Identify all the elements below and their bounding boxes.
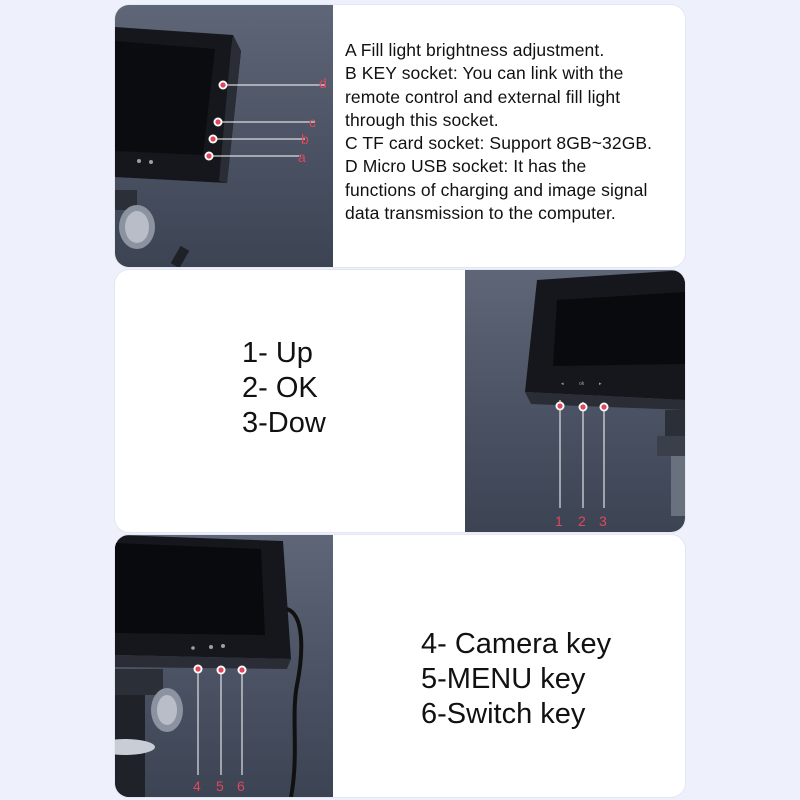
device-side-photo: d c b a — [115, 5, 333, 267]
ports-line: through this socket. — [345, 109, 499, 130]
panel-ports: d c b a A Fill light brightness adjustme… — [115, 5, 685, 267]
nav-keys-description: 1- Up 2- OK 3-Dow — [242, 336, 326, 441]
marker-dot-5 — [216, 665, 226, 675]
marker-label-c: c — [309, 114, 316, 130]
marker-label-6: 6 — [237, 778, 245, 794]
marker-dot-a — [204, 151, 214, 161]
function-key-line: 6-Switch key — [421, 698, 586, 730]
marker-dot-3 — [599, 402, 609, 412]
marker-dot-b — [208, 134, 218, 144]
ports-description: A Fill light brightness adjustment. B KE… — [345, 39, 685, 225]
function-key-line: 5-MENU key — [421, 663, 586, 695]
panel-function-keys: 4 5 6 4- Camera key 5-MENU key 6-Switch … — [115, 535, 685, 797]
device-bottom-illustration: 4 5 6 — [115, 535, 304, 797]
function-key-line: 4- Camera key — [421, 628, 612, 660]
marker-label-4: 4 — [193, 778, 201, 794]
marker-dot-c — [213, 117, 223, 127]
nav-key-line: 3-Dow — [242, 407, 326, 439]
marker-label-d: d — [319, 75, 327, 91]
ports-line: C TF card socket: Support 8GB~32GB. — [345, 133, 653, 154]
device-side-illustration: d c b a — [115, 27, 327, 267]
marker-label-b: b — [301, 131, 309, 147]
ports-line: remote control and external fill light — [345, 86, 621, 107]
button-glyph-ok: ok — [579, 381, 585, 387]
marker-dot-1 — [555, 401, 565, 411]
marker-label-1: 1 — [555, 513, 563, 529]
nav-key-line: 2- OK — [242, 372, 318, 404]
device-front-illustration: ◂ ok ▸ 1 2 3 — [525, 270, 685, 529]
ports-line: D Micro USB socket: It has the — [345, 156, 587, 177]
ports-line: B KEY socket: You can link with the — [345, 63, 624, 84]
marker-label-2: 2 — [578, 513, 586, 529]
function-keys-description: 4- Camera key 5-MENU key 6-Switch key — [421, 627, 611, 732]
marker-dot-d — [218, 80, 228, 90]
nav-key-line: 1- Up — [242, 337, 313, 369]
marker-dot-4 — [193, 664, 203, 674]
marker-label-a: a — [298, 149, 306, 165]
ports-line: functions of charging and image signal — [345, 179, 648, 200]
marker-dot-6 — [237, 665, 247, 675]
device-front-photo: ◂ ok ▸ 1 2 3 — [465, 270, 685, 532]
marker-label-5: 5 — [216, 778, 224, 794]
button-glyph-right: ▸ — [599, 381, 602, 387]
marker-label-3: 3 — [599, 513, 607, 529]
button-glyph-left: ◂ — [561, 381, 564, 387]
device-bottom-photo: 4 5 6 — [115, 535, 333, 797]
panel-nav-keys: 1- Up 2- OK 3-Dow ◂ ok ▸ 1 2 3 — [115, 270, 685, 532]
ports-line: data transmission to the computer. — [345, 203, 616, 224]
ports-line: A Fill light brightness adjustment. — [345, 40, 605, 60]
marker-dot-2 — [578, 402, 588, 412]
